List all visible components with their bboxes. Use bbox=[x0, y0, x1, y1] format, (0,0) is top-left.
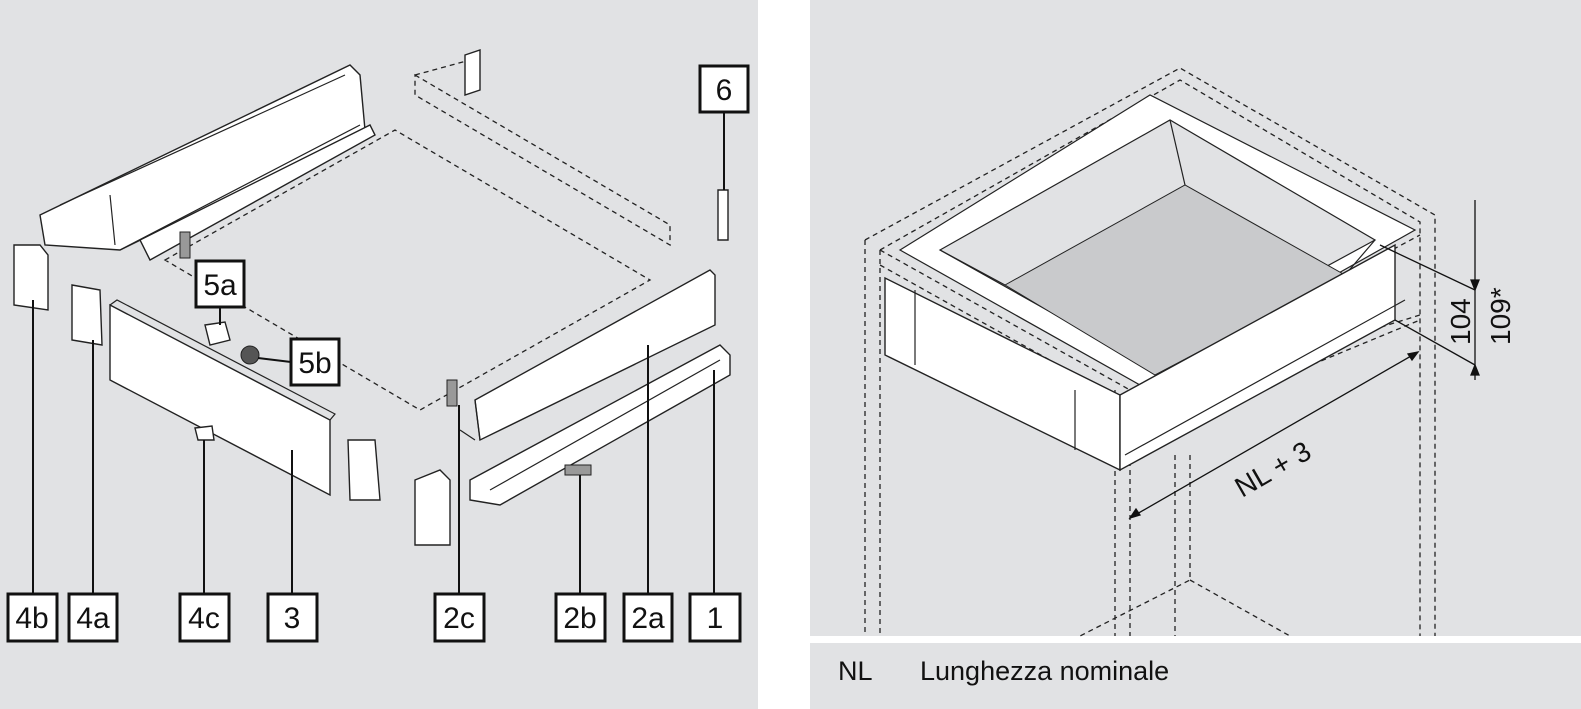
svg-text:3: 3 bbox=[284, 602, 301, 635]
svg-text:4b: 4b bbox=[15, 602, 48, 635]
svg-text:4a: 4a bbox=[76, 602, 110, 635]
svg-text:2b: 2b bbox=[563, 602, 596, 635]
dimension-104: 104 bbox=[1445, 298, 1476, 345]
callout-2b: 2b bbox=[554, 592, 607, 643]
svg-text:6: 6 bbox=[716, 74, 733, 107]
callout-5b: 5b bbox=[289, 337, 341, 387]
svg-text:1: 1 bbox=[707, 602, 724, 635]
cabinet-drawing bbox=[864, 67, 1436, 637]
callout-4b: 4b bbox=[6, 592, 59, 643]
callout-1: 1 bbox=[688, 592, 742, 643]
legend-panel bbox=[810, 643, 1581, 709]
exploded-drawer-drawing bbox=[13, 49, 731, 546]
callout-4a: 4a bbox=[67, 592, 119, 643]
dimension-109: 109* bbox=[1485, 287, 1516, 345]
svg-text:5b: 5b bbox=[298, 347, 331, 380]
callout-5a: 5a bbox=[194, 259, 246, 309]
dimension-lines bbox=[1128, 200, 1480, 520]
callout-leaders bbox=[32, 112, 725, 594]
callout-3: 3 bbox=[266, 592, 319, 643]
legend-abbreviation: NL bbox=[838, 656, 873, 686]
callout-4c: 4c bbox=[178, 592, 231, 643]
callout-2c: 2c bbox=[433, 592, 486, 643]
svg-text:5a: 5a bbox=[203, 269, 237, 302]
svg-text:4c: 4c bbox=[188, 602, 220, 635]
svg-text:2c: 2c bbox=[443, 602, 475, 635]
callout-6: 6 bbox=[698, 64, 750, 114]
callout-2a: 2a bbox=[622, 592, 674, 643]
svg-text:2a: 2a bbox=[631, 602, 665, 635]
legend-description: Lunghezza nominale bbox=[920, 656, 1169, 686]
